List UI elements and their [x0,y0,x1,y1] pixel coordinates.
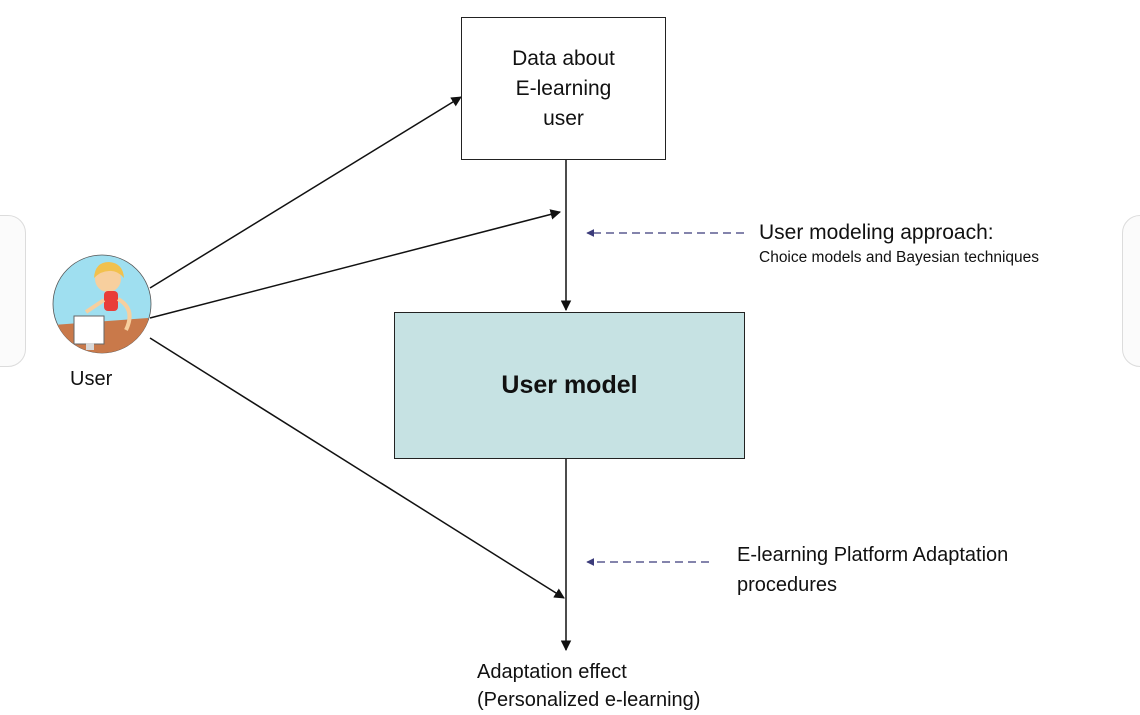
modeling-approach-subtitle: Choice models and Bayesian techniques [759,249,1040,266]
user-model-box: User model [394,312,745,459]
user-at-computer-icon [52,254,152,354]
platform-adaptation-label: E-learning Platform Adaptation procedure… [737,544,1009,596]
user-label: User [70,368,113,390]
arrow-user-to-modeling [149,209,562,319]
personalized-elearning-label: (Personalized e-learning) [477,689,701,711]
data-about-user-box: Data about E-learning user [461,17,666,160]
arrow-user-to-adaptation [149,337,565,599]
adaptation-effect-label: Adaptation effect [477,661,627,683]
modeling-approach-title: User modeling approach: [759,221,994,244]
left-decorative-tab [0,215,26,367]
arrow-user-to-data [149,96,462,289]
